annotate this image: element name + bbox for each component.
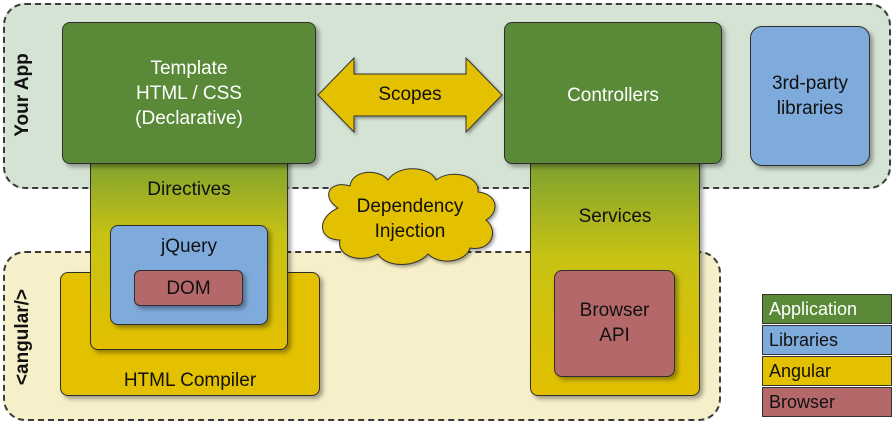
legend-application: Application bbox=[762, 294, 892, 324]
browser-api-line-1: Browser bbox=[579, 300, 650, 321]
legend-angular: Angular bbox=[762, 356, 892, 386]
template-line-2: HTML / CSS bbox=[136, 83, 242, 104]
dependency-injection-line-2: Injection bbox=[374, 221, 446, 242]
your-app-label: Your App bbox=[12, 53, 33, 137]
template-line-1: Template bbox=[150, 58, 228, 79]
legend-libraries: Libraries bbox=[762, 325, 892, 355]
services-label: Services bbox=[578, 206, 652, 227]
legend-browser: Browser bbox=[762, 387, 892, 417]
third-party-line-1: 3rd-party bbox=[771, 73, 849, 94]
browser-api-box: Browser API bbox=[554, 270, 675, 377]
dom-box: DOM bbox=[134, 270, 243, 306]
controllers-label: Controllers bbox=[567, 85, 659, 106]
dependency-injection-line-1: Dependency bbox=[356, 196, 464, 217]
html-compiler-label: HTML Compiler bbox=[123, 370, 257, 391]
third-party-line-2: libraries bbox=[776, 98, 844, 119]
jquery-label: jQuery bbox=[161, 236, 217, 257]
controllers-box: Controllers bbox=[504, 22, 722, 164]
directives-label: Directives bbox=[147, 179, 231, 200]
dom-label: DOM bbox=[166, 278, 211, 299]
template-box: Template HTML / CSS (Declarative) bbox=[62, 22, 316, 164]
scopes-label: Scopes bbox=[378, 84, 442, 105]
third-party-libraries-box: 3rd-party libraries bbox=[750, 26, 870, 166]
browser-api-line-2: API bbox=[599, 325, 630, 346]
angular-label: <angular/> bbox=[12, 288, 33, 386]
template-line-3: (Declarative) bbox=[135, 108, 243, 129]
